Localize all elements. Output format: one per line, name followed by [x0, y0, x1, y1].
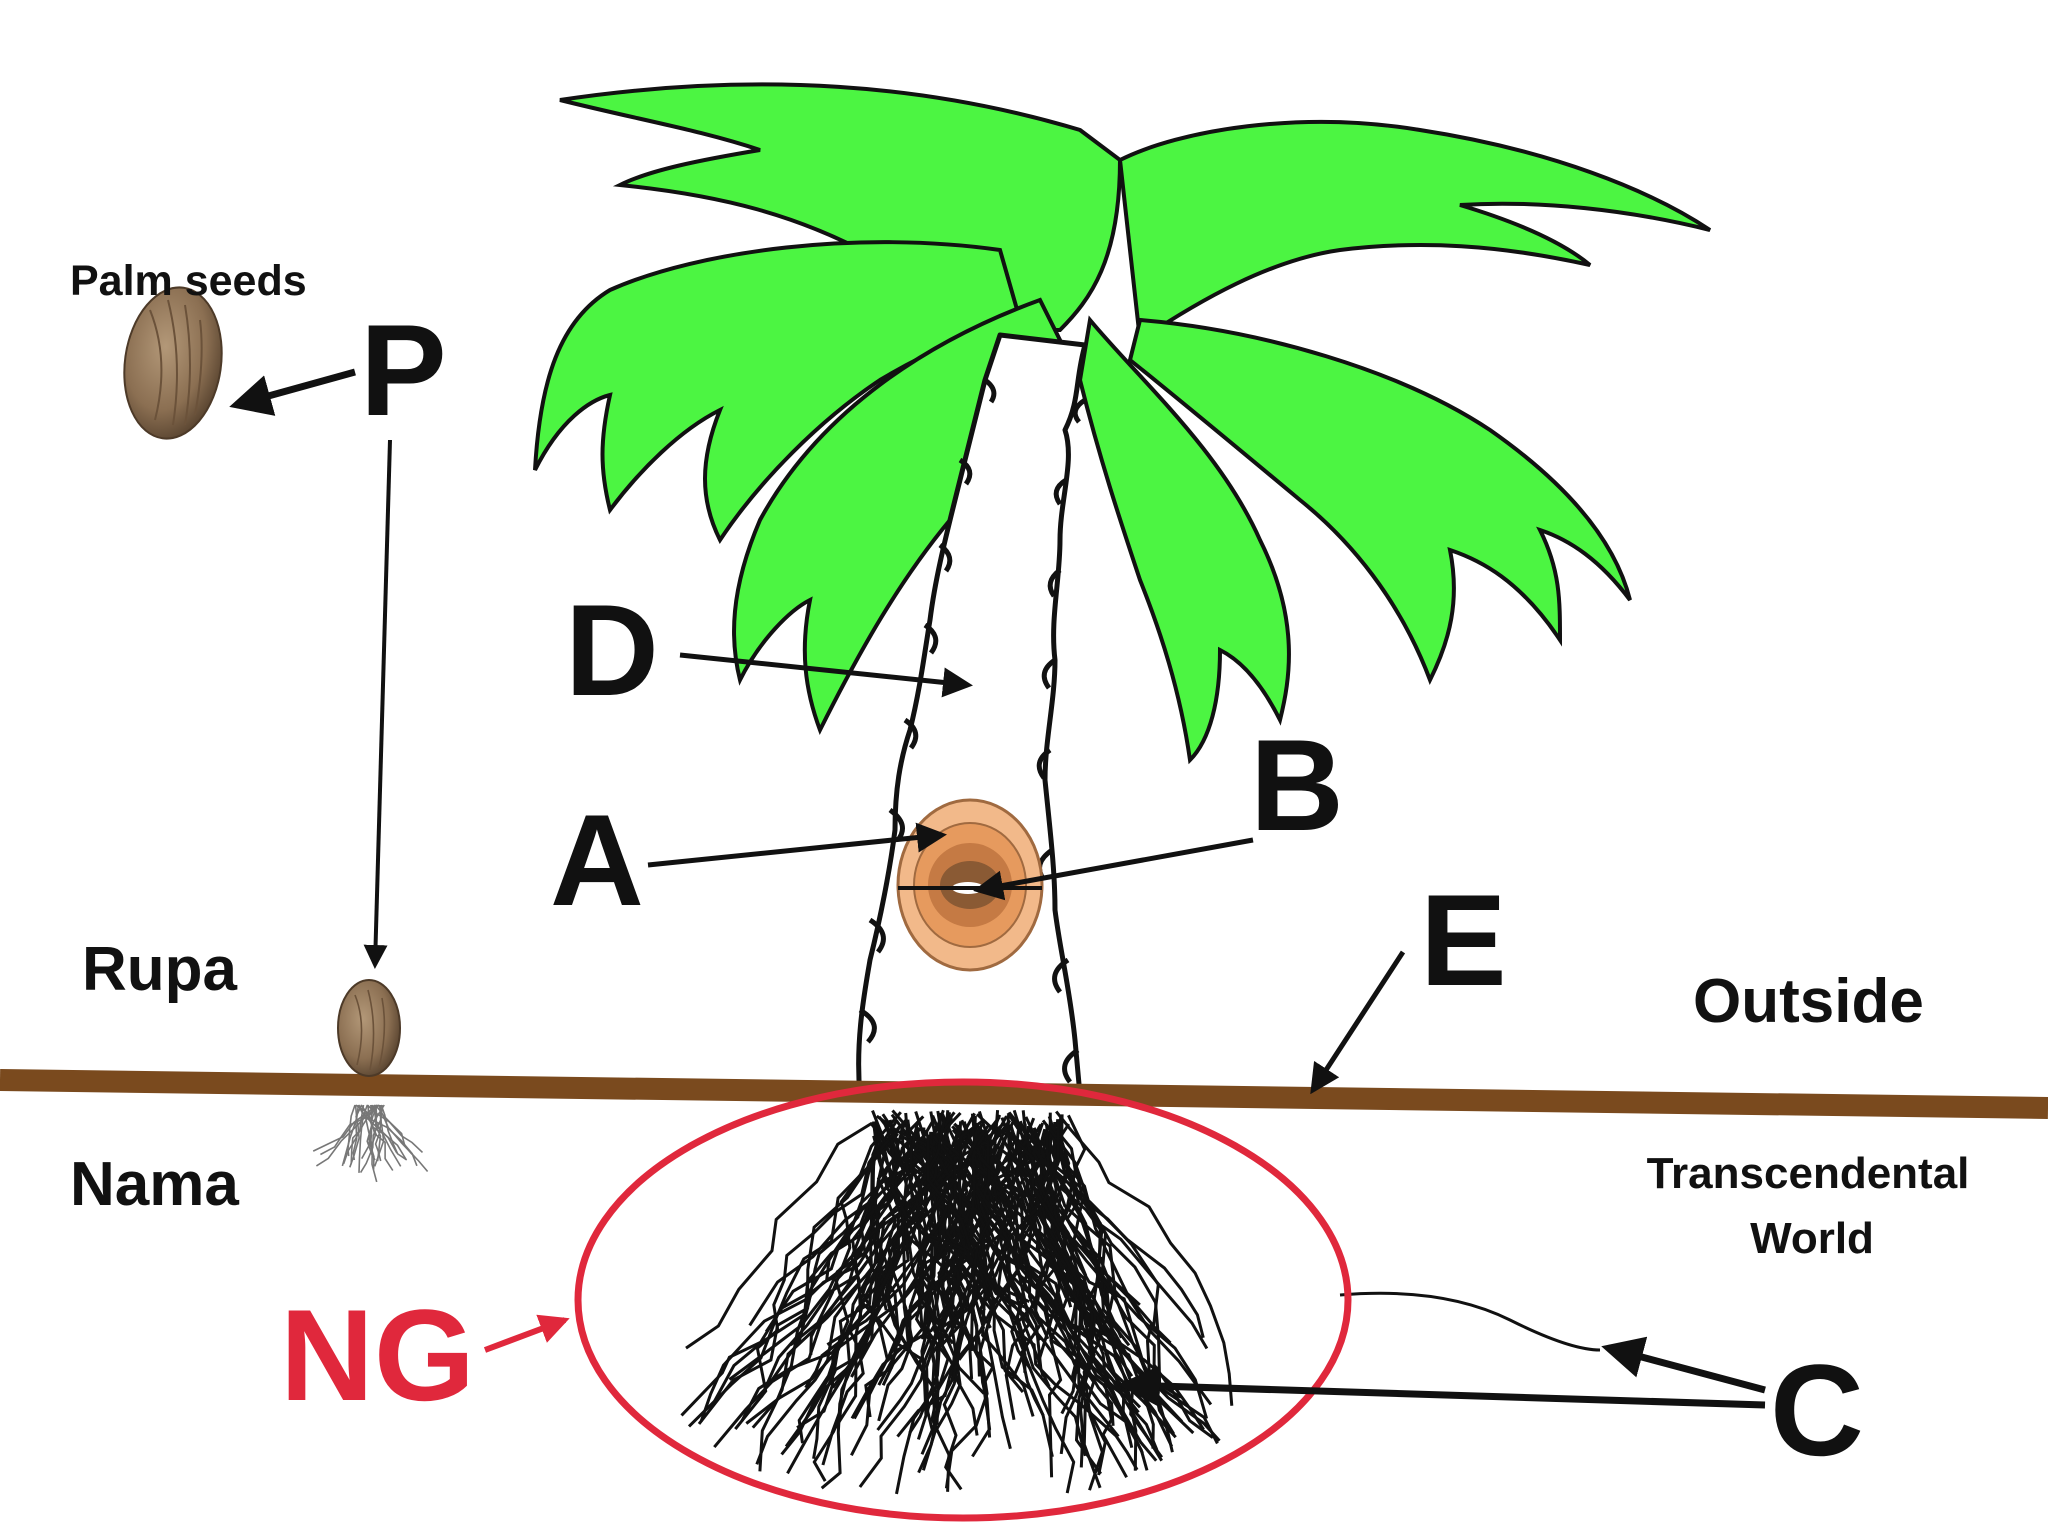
root-strand	[786, 1138, 983, 1475]
root-strand	[849, 1117, 946, 1365]
label-a: A	[550, 787, 644, 933]
arrow-e	[1310, 950, 1406, 1095]
label-e: E	[1420, 867, 1507, 1013]
palm-frond	[1077, 315, 1291, 765]
arrow-p-to-seed	[229, 368, 356, 416]
root-strand	[830, 1131, 933, 1435]
root-strand	[1023, 1123, 1123, 1339]
root-strand	[850, 1121, 920, 1420]
arrow-c-lower	[1118, 1365, 1766, 1409]
label-nama: Nama	[70, 1150, 239, 1219]
long-root	[1339, 1291, 1601, 1352]
trunk-ridges	[858, 377, 1087, 1084]
seedling-root-strand	[357, 1104, 398, 1154]
palm-crown	[533, 82, 1712, 765]
palm-seed-icon	[123, 286, 223, 440]
seedling-roots-icon	[312, 1104, 429, 1183]
root-strand	[864, 1130, 929, 1418]
root-strand	[685, 1121, 873, 1350]
root-system	[574, 1078, 1601, 1522]
root-strand	[872, 1135, 955, 1345]
root-strand	[789, 1111, 956, 1347]
ng-ellipse	[574, 1078, 1352, 1522]
root-strand	[916, 1119, 1061, 1440]
root-strand	[734, 1118, 899, 1431]
palm-frond	[1127, 317, 1632, 685]
seedling-root-strand	[369, 1104, 375, 1170]
root-strand	[917, 1137, 1018, 1474]
seedling-root-strand	[359, 1104, 383, 1174]
palm-frond	[533, 240, 1023, 544]
root-cluster-icon	[680, 1109, 1234, 1495]
root-strand	[1002, 1134, 1050, 1340]
root-strand	[797, 1130, 920, 1444]
label-rupa: Rupa	[82, 935, 238, 1004]
label-palm-seeds: Palm seeds	[70, 257, 307, 305]
root-strand	[711, 1127, 922, 1405]
ground-line	[0, 1069, 2048, 1119]
root-strand	[970, 1128, 1144, 1454]
arrow-d	[679, 652, 973, 698]
label-outside: Outside	[1693, 967, 1924, 1036]
seedling-root-strand	[320, 1104, 380, 1156]
root-strand	[897, 1131, 1055, 1344]
root-strand	[1041, 1119, 1162, 1384]
seedling-root-strand	[312, 1104, 378, 1152]
palm-frond	[1117, 119, 1712, 344]
root-strand	[687, 1132, 900, 1428]
root-strand	[932, 1134, 1087, 1457]
root-strand	[921, 1127, 964, 1303]
arrow-ng	[483, 1314, 570, 1353]
arrow-p-to-rupa	[363, 439, 392, 969]
arrow-c-upper	[1601, 1336, 1766, 1394]
label-ng: NG	[280, 1282, 475, 1428]
label-b: B	[1250, 712, 1344, 858]
root-strand	[1011, 1136, 1214, 1439]
seedling-root-strand	[366, 1104, 424, 1153]
root-strand	[900, 1128, 974, 1267]
root-strand	[809, 1111, 902, 1355]
root-strand	[976, 1127, 1163, 1462]
palm-seed-icon	[337, 979, 401, 1077]
seedling-root-strand	[366, 1104, 377, 1161]
root-strand	[923, 1129, 1124, 1395]
root-strand	[1055, 1110, 1234, 1406]
root-strand	[918, 1128, 979, 1455]
label-p: P	[360, 297, 447, 443]
trunk-core-icon	[896, 798, 1044, 972]
seedling-root-strand	[352, 1104, 360, 1161]
seedling-root-strand	[367, 1104, 394, 1171]
root-strand	[926, 1137, 1129, 1425]
label-world: World	[1750, 1214, 1874, 1263]
root-strand	[875, 1114, 1022, 1268]
label-d: D	[565, 577, 659, 723]
label-c: C	[1770, 1337, 1864, 1483]
label-transcendental: Transcendental	[1647, 1149, 1970, 1198]
root-strand	[882, 1120, 928, 1376]
arrow-b	[973, 837, 1254, 901]
root-strand	[751, 1132, 973, 1429]
seedling-root-strand	[374, 1104, 418, 1167]
seedling-root-strand	[380, 1104, 408, 1161]
root-strand	[933, 1124, 1115, 1426]
root-strand	[1059, 1114, 1172, 1344]
arrow-a	[647, 822, 947, 868]
